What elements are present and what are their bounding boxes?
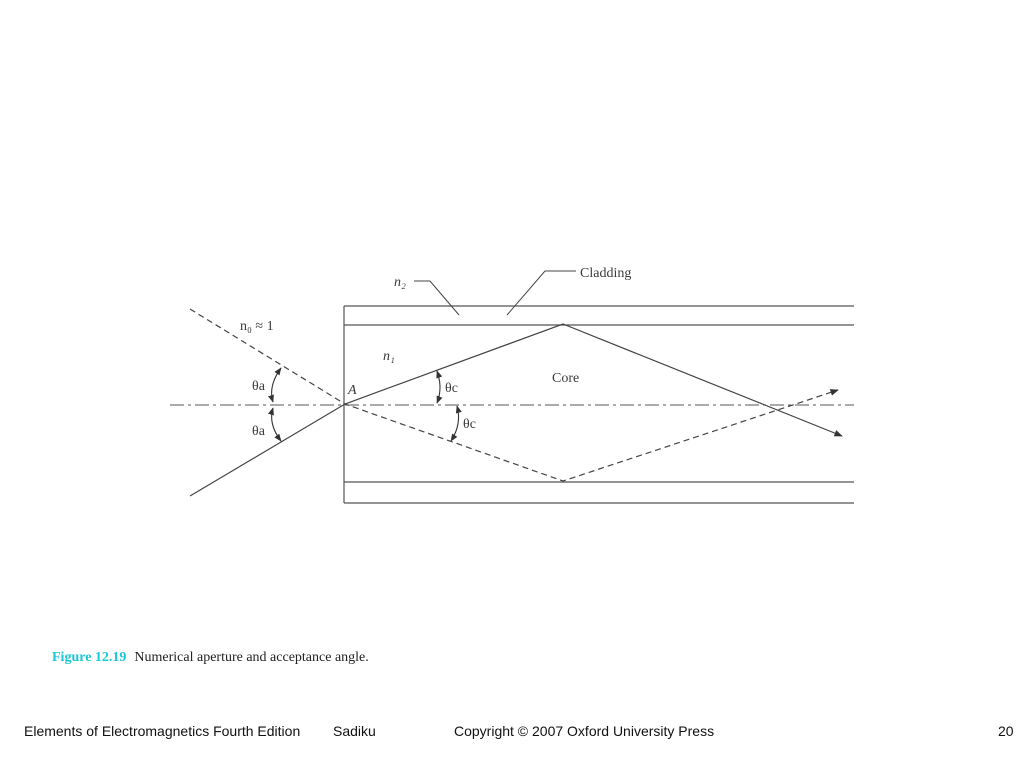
n2-label: n₂ xyxy=(394,275,406,290)
core-label: Core xyxy=(552,371,579,386)
figure-caption: Figure 12.19 Numerical aperture and accep… xyxy=(52,650,369,666)
cladding-leader-line xyxy=(506,270,576,316)
figure-caption-text: Numerical aperture and acceptance angle. xyxy=(134,650,369,665)
theta-a-upper-label: θa xyxy=(252,379,266,394)
theta-a-lower-arc xyxy=(267,407,282,442)
n2-leader-line xyxy=(414,280,460,316)
n0-label: n₀ ≈ 1 xyxy=(240,319,274,334)
cladding-label: Cladding xyxy=(580,266,631,281)
theta-a-upper-arc xyxy=(267,367,282,403)
theta-c-lower-label: θc xyxy=(463,417,476,432)
footer-book-title: Elements of Electromagnetics Fourth Edit… xyxy=(24,723,301,739)
point-a-label: A xyxy=(347,383,357,398)
guided-ray xyxy=(189,323,843,497)
figure-number: Figure 12.19 xyxy=(52,650,127,665)
theta-c-lower-arc xyxy=(450,405,462,442)
theta-a-lower-label: θa xyxy=(252,424,266,439)
footer-page-number: 20 xyxy=(998,723,1014,739)
theta-c-upper-label: θc xyxy=(445,381,458,396)
footer-author: Sadiku xyxy=(333,723,376,739)
dashed-ray xyxy=(189,308,839,482)
n1-label: n₁ xyxy=(383,349,395,364)
fiber-diagram: n₂ Cladding n₀ ≈ 1 n₁ Core A θa θa θc θc xyxy=(170,266,854,504)
theta-c-upper-arc xyxy=(436,370,443,404)
footer-copyright: Copyright © 2007 Oxford University Press xyxy=(454,723,715,739)
